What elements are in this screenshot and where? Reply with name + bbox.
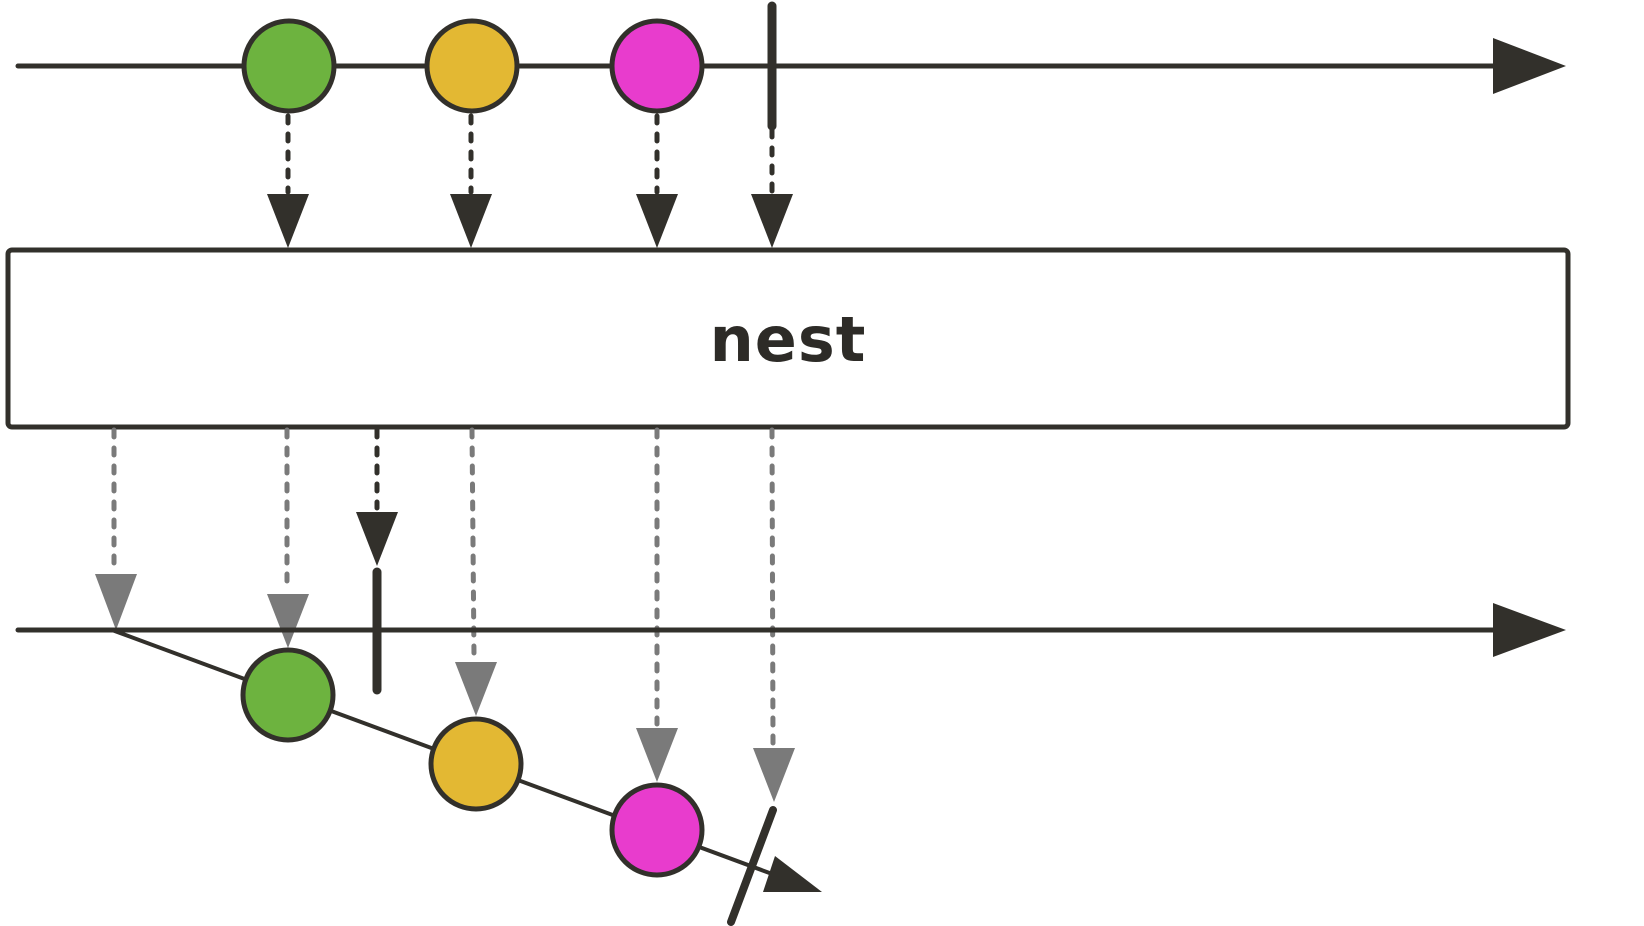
operator-to-output-arrows	[95, 427, 795, 802]
nested-marble-magenta	[609, 782, 705, 878]
source-timeline-arrowhead	[1493, 38, 1566, 94]
source-to-operator-arrows	[267, 113, 793, 248]
gray-arrowhead-green	[267, 594, 309, 648]
nested-completion-marker	[727, 806, 777, 926]
gray-arrowhead-yellow	[455, 662, 497, 716]
gray-dashed-arrow-inner-completion	[769, 427, 776, 747]
source-marble-magenta	[609, 18, 705, 114]
arrowhead-1	[267, 194, 309, 248]
arrowhead-outer-completion	[356, 512, 398, 566]
gray-arrowhead-start	[95, 574, 137, 630]
gray-arrowhead-magenta	[636, 728, 678, 782]
gray-arrowhead-inner-completion	[753, 748, 795, 802]
arrowhead-4	[751, 194, 793, 248]
arrowhead-3	[636, 194, 678, 248]
nested-timeline-arrowhead	[763, 856, 822, 892]
output-timeline-arrowhead	[1493, 603, 1566, 657]
gray-dashed-arrow-yellow	[469, 427, 477, 659]
arrowhead-2	[450, 194, 492, 248]
source-marble-green	[241, 18, 337, 114]
operator-label: nest	[709, 302, 867, 376]
output-timeline	[15, 603, 1566, 657]
nested-marble-green	[240, 647, 336, 743]
nested-marble-yellow	[428, 716, 524, 812]
operator-box	[5, 247, 1571, 430]
source-marble-yellow	[424, 18, 520, 114]
